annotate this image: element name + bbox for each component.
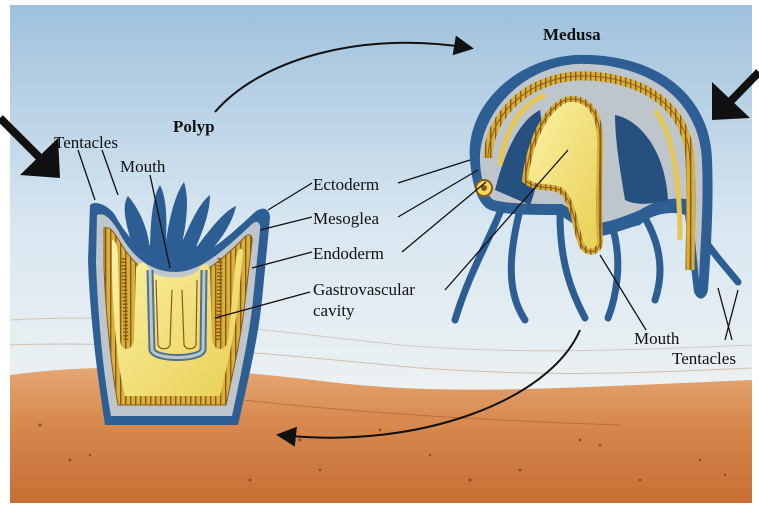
label-cavity: cavity	[313, 301, 355, 320]
label-medusa: Medusa	[543, 25, 601, 44]
label-mesoglea: Mesoglea	[313, 209, 380, 228]
label-polyp: Polyp	[173, 117, 215, 136]
label-polyp-mouth: Mouth	[120, 157, 166, 176]
label-ectoderm: Ectoderm	[313, 175, 379, 194]
label-endoderm: Endoderm	[313, 244, 384, 263]
label-medusa-mouth: Mouth	[634, 329, 680, 348]
label-polyp-tentacles: Tentacles	[54, 133, 118, 152]
label-gastrovascular: Gastrovascular	[313, 280, 415, 299]
label-medusa-tentacles: Tentacles	[672, 349, 736, 368]
